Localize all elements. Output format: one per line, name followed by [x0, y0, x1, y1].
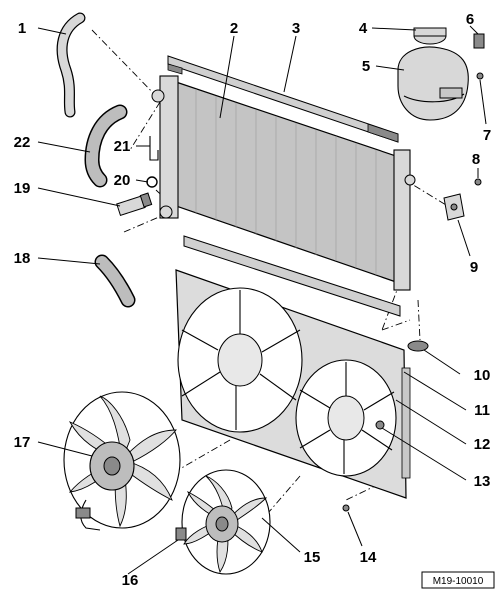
large-fan — [63, 391, 181, 531]
level-sender — [473, 33, 485, 49]
callout-19: 19 — [14, 180, 31, 197]
mounting-bracket — [443, 193, 465, 221]
callout-3: 3 — [292, 20, 300, 37]
bolt-14 — [342, 504, 350, 512]
radiator-left-tank — [159, 75, 179, 219]
callout-4: 4 — [359, 20, 368, 37]
callout-14: 14 — [360, 549, 377, 566]
bolt-7 — [476, 72, 484, 80]
callout-21: 21 — [114, 138, 131, 155]
leader-lines — [37, 25, 487, 575]
rubber-mount — [407, 340, 429, 352]
callout-13: 13 — [474, 473, 491, 490]
callout-20: 20 — [114, 172, 131, 189]
callout-1: 1 — [18, 20, 26, 37]
callout-2: 2 — [230, 20, 238, 37]
o-ring — [146, 176, 158, 188]
retaining-clip — [149, 136, 159, 161]
expansion-tank-cap — [413, 27, 447, 45]
callout-10: 10 — [474, 367, 491, 384]
radiator — [151, 55, 416, 317]
bolt-8 — [474, 178, 482, 186]
callout-16: 16 — [122, 572, 139, 589]
figure-reference-box: M19-10010 — [421, 571, 495, 589]
coolant-hose-lower — [94, 254, 136, 308]
coolant-hose-pipe — [84, 104, 128, 188]
callout-labels: 1 2 3 4 5 6 7 8 9 10 11 12 13 14 15 16 1… — [14, 11, 492, 589]
callout-5: 5 — [362, 58, 370, 75]
callout-12: 12 — [474, 436, 491, 453]
callout-17: 17 — [14, 434, 31, 451]
fan-shroud — [175, 269, 411, 499]
callout-15: 15 — [304, 549, 321, 566]
small-fan — [175, 469, 271, 575]
temperature-sender — [116, 192, 153, 217]
callout-22: 22 — [14, 134, 31, 151]
lower-seal-strip — [183, 235, 401, 317]
callout-6: 6 — [466, 11, 474, 28]
callout-8: 8 — [472, 151, 480, 168]
figure-reference-code: M19-10010 — [433, 576, 484, 587]
callout-7: 7 — [483, 127, 491, 144]
callout-11: 11 — [474, 402, 490, 419]
expansion-tank — [397, 46, 469, 121]
coolant-hose-upper — [56, 12, 86, 118]
callout-18: 18 — [14, 250, 31, 267]
callout-9: 9 — [470, 259, 478, 276]
